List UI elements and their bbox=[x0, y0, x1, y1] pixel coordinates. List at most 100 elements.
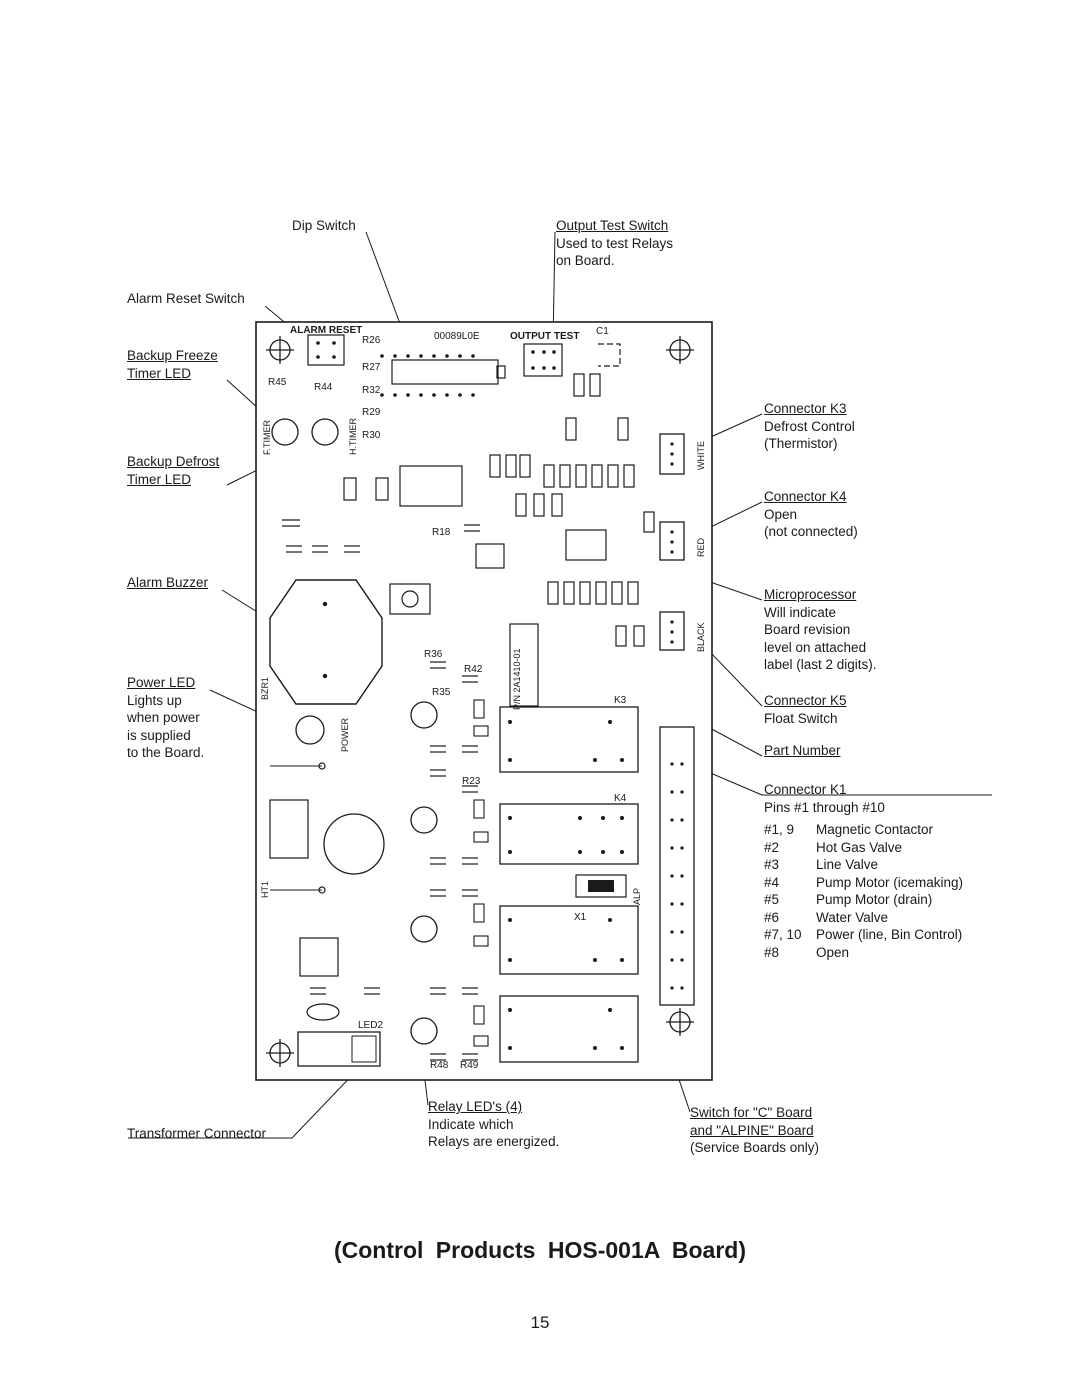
connector-k3 bbox=[659, 433, 685, 475]
silk-r30: R30 bbox=[362, 430, 381, 441]
silk-ht1: HT1 bbox=[260, 881, 270, 898]
microprocessor-line-3: level on attached bbox=[764, 639, 867, 655]
k1-pin-function: Hot Gas Valve bbox=[816, 839, 903, 855]
k1-pin-function: Line Valve bbox=[816, 857, 879, 872]
connector-k5 bbox=[659, 611, 685, 651]
connector-k5-line-1: Float Switch bbox=[764, 710, 838, 726]
microprocessor bbox=[399, 465, 463, 507]
k1-pin-function: Power (line, Bin Control) bbox=[816, 927, 963, 942]
power-led bbox=[295, 715, 325, 745]
connector-k4-label: Connector K4 Open (not connected) bbox=[764, 488, 858, 541]
c-alpine-switch bbox=[575, 874, 627, 898]
silk-c1: C1 bbox=[596, 326, 609, 337]
k1-pin-code: #8 bbox=[764, 944, 780, 960]
silk-dip-code: 00089L0E bbox=[434, 331, 480, 342]
switch-c-alpine-line-2: and "ALPINE" Board bbox=[690, 1122, 814, 1138]
k1-pin-function: Water Valve bbox=[816, 909, 889, 925]
connector-k3-line-1: Defrost Control bbox=[764, 418, 855, 434]
connector-k5-label: Connector K5 Float Switch bbox=[764, 692, 847, 727]
power-led-line-2: when power bbox=[127, 710, 200, 725]
microprocessor-line-1: Will indicate bbox=[764, 604, 837, 620]
silk-white: WHITE bbox=[696, 441, 706, 470]
transformer-connector-label: Transformer Connector bbox=[127, 1126, 267, 1141]
k1-pin-function: Open bbox=[816, 944, 850, 960]
connector-k3-line-2: (Thermistor) bbox=[764, 436, 838, 451]
k1-pin-code: #4 bbox=[764, 874, 780, 890]
microprocessor-title: Microprocessor bbox=[764, 587, 857, 602]
silk-f-timer: F.TIMER bbox=[262, 420, 272, 455]
switch-c-alpine-label: Switch for "C" Board and "ALPINE" Board … bbox=[690, 1104, 819, 1157]
backup-freeze-line-1: Backup Freeze bbox=[127, 348, 218, 363]
relay-led-3 bbox=[410, 806, 438, 834]
silk-alp: ALP bbox=[632, 888, 642, 905]
dip-switch-pins bbox=[380, 354, 475, 397]
silk-r44: R44 bbox=[314, 382, 333, 393]
k1-pin-row: #6 Water Valve bbox=[764, 909, 888, 927]
output-test-switch-title: Output Test Switch bbox=[556, 218, 669, 233]
switch-c-alpine-line-1: Switch for "C" Board bbox=[690, 1105, 813, 1120]
part-number-label bbox=[509, 623, 539, 707]
mounting-holes bbox=[266, 336, 694, 1067]
connector-k1-title: Connector K1 bbox=[764, 782, 847, 797]
k1-pin-code: #6 bbox=[764, 909, 780, 925]
microprocessor-line-2: Board revision bbox=[764, 622, 851, 637]
k1-pin-row: #8 Open bbox=[764, 944, 849, 962]
connector-k4-title: Connector K4 bbox=[764, 489, 847, 504]
connector-k4-line-1: Open bbox=[764, 506, 798, 522]
output-test-switch bbox=[523, 343, 563, 377]
silk-power: POWER bbox=[340, 717, 350, 752]
backup-freeze-line-2: Timer LED bbox=[127, 365, 192, 381]
silk-black: BLACK bbox=[696, 622, 706, 652]
connector-k3-title: Connector K3 bbox=[764, 401, 847, 416]
alarm-reset-switch-label: Alarm Reset Switch bbox=[127, 291, 245, 306]
silk-output-test: OUTPUT TEST bbox=[510, 331, 579, 342]
k1-pin-code: #1, 9 bbox=[764, 822, 795, 837]
relay-leds-title: Relay LED's (4) bbox=[428, 1099, 523, 1114]
silk-r26: R26 bbox=[362, 335, 381, 346]
resistor-array bbox=[343, 373, 655, 647]
k1-pin-row: #1, 9 Magnetic Contactor bbox=[764, 821, 933, 839]
page-number: 15 bbox=[530, 1313, 550, 1332]
relay-led-2 bbox=[410, 701, 438, 729]
dip-switch-label: Dip Switch bbox=[292, 218, 356, 233]
silk-bzr1: BZR1 bbox=[260, 677, 270, 700]
silk-alarm-reset: ALARM RESET bbox=[290, 325, 362, 336]
silk-r32: R32 bbox=[362, 385, 381, 396]
output-test-switch-line-2: on Board. bbox=[556, 253, 615, 268]
backup-defrost-led bbox=[311, 418, 339, 446]
connector-k3-label: Connector K3 Defrost Control (Thermistor… bbox=[764, 400, 855, 453]
relay-led-1 bbox=[410, 1017, 438, 1045]
alarm-buzzer-label: Alarm Buzzer bbox=[127, 575, 209, 590]
output-test-switch-label: Output Test Switch Used to test Relays o… bbox=[556, 217, 673, 270]
silk-red: RED bbox=[696, 537, 706, 557]
connector-k4 bbox=[659, 521, 685, 561]
silk-part-number: P/N 2A1410-01 bbox=[512, 648, 522, 710]
silk-x2: K3 bbox=[614, 695, 627, 706]
relay-led-4 bbox=[410, 915, 438, 943]
connector-k5-title: Connector K5 bbox=[764, 693, 847, 708]
dip-switch bbox=[391, 359, 506, 385]
connector-k1-label: Connector K1 Pins #1 through #10 bbox=[764, 781, 885, 816]
power-led-line-4: to the Board. bbox=[127, 745, 205, 760]
silk-r48: R48 bbox=[430, 1060, 449, 1071]
silk-r49: R49 bbox=[460, 1060, 479, 1071]
relay-leds-line-2: Relays are energized. bbox=[428, 1134, 560, 1149]
silk-r42: R42 bbox=[464, 664, 483, 675]
output-test-switch-line-1: Used to test Relays bbox=[556, 235, 674, 251]
power-led-line-3: is supplied bbox=[127, 727, 191, 743]
k1-pin-row: #4 Pump Motor (icemaking) bbox=[764, 874, 963, 892]
connector-k4-line-2: (not connected) bbox=[764, 524, 858, 539]
k1-pin-function: Pump Motor (icemaking) bbox=[816, 874, 964, 890]
power-led-label: Power LED Lights up when power is suppli… bbox=[127, 674, 204, 762]
relays bbox=[499, 706, 639, 1063]
silk-r36: R36 bbox=[424, 649, 443, 660]
alarm-reset-switch bbox=[307, 334, 345, 366]
silk-k2: LED2 bbox=[358, 1020, 383, 1031]
silk-r45: R45 bbox=[268, 377, 287, 388]
silk-r18: R18 bbox=[432, 527, 451, 538]
k1-pin-function: Magnetic Contactor bbox=[816, 822, 934, 837]
switch-c-alpine-line-3: (Service Boards only) bbox=[690, 1140, 820, 1155]
relay-leds-label: Relay LED's (4) Indicate which Relays ar… bbox=[428, 1098, 559, 1151]
